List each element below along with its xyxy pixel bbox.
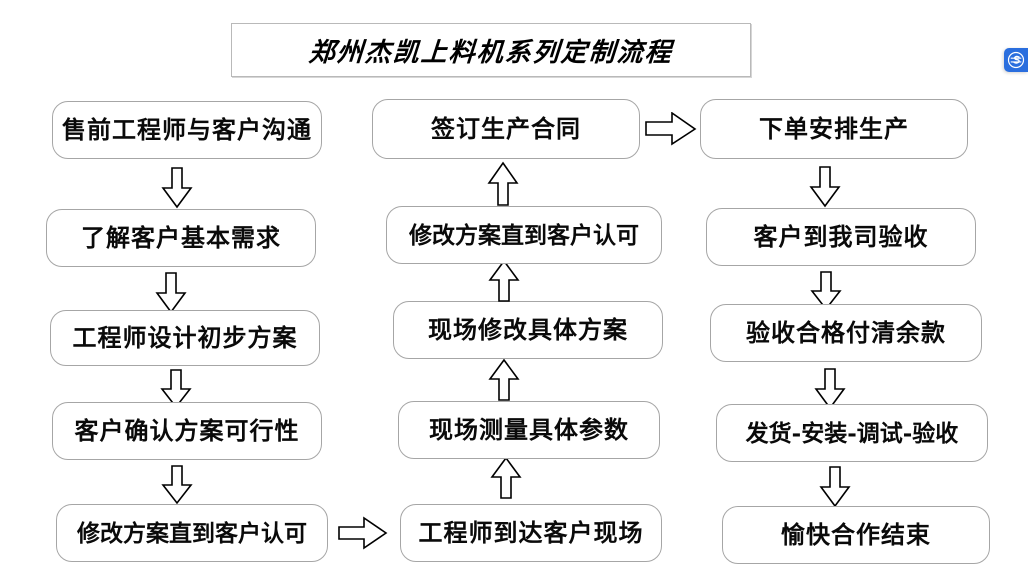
flow-node-label: 售前工程师与客户沟通 <box>62 115 312 144</box>
connector-arrow-down-a13 <box>814 368 846 410</box>
page-title: 郑州杰凯上料机系列定制流程 <box>307 37 674 68</box>
connector-arrow-down-a4 <box>161 465 193 505</box>
s-logo-icon <box>1004 48 1028 72</box>
flow-node-label: 了解客户基本需求 <box>81 223 281 252</box>
flow-node-c3n1[interactable]: 下单安排生产 <box>700 99 968 159</box>
flow-node-label: 现场测量具体参数 <box>429 415 629 444</box>
flow-node-label: 现场修改具体方案 <box>428 315 628 344</box>
connector-arrow-down-a14 <box>819 466 851 508</box>
flow-node-label: 修改方案直到客户认可 <box>409 221 639 249</box>
flow-node-c3n4[interactable]: 发货-安装-调试-验收 <box>716 404 988 462</box>
flow-node-label: 工程师设计初步方案 <box>72 323 298 352</box>
flow-node-c2n4[interactable]: 现场测量具体参数 <box>398 401 660 459</box>
flow-node-c2n3[interactable]: 现场修改具体方案 <box>393 301 663 359</box>
flow-node-c1n3[interactable]: 工程师设计初步方案 <box>50 310 320 366</box>
flow-node-c1n1[interactable]: 售前工程师与客户沟通 <box>52 101 322 159</box>
connector-arrow-right-a5 <box>338 516 388 550</box>
connector-arrow-down-a12 <box>810 271 842 311</box>
connector-arrow-up-a6 <box>490 456 522 500</box>
flow-node-label: 工程师到达客户现场 <box>418 518 644 547</box>
flow-node-label: 发货-安装-调试-验收 <box>745 419 959 447</box>
connector-arrow-down-a3 <box>160 369 192 409</box>
flow-node-c3n2[interactable]: 客户到我司验收 <box>706 208 976 266</box>
flow-node-c2n5[interactable]: 工程师到达客户现场 <box>400 504 662 562</box>
flow-node-c1n5[interactable]: 修改方案直到客户认可 <box>56 504 328 562</box>
flow-node-label: 客户确认方案可行性 <box>74 416 300 445</box>
flow-node-c1n4[interactable]: 客户确认方案可行性 <box>52 402 322 460</box>
flow-node-c3n5[interactable]: 愉快合作结束 <box>722 506 990 564</box>
chart-title-box: 郑州杰凯上料机系列定制流程 <box>231 23 751 77</box>
connector-arrow-up-a8 <box>488 259 520 303</box>
flow-node-c2n1[interactable]: 签订生产合同 <box>372 99 640 159</box>
connector-arrow-right-a10 <box>645 112 697 146</box>
connector-arrow-down-a1 <box>161 167 193 209</box>
flow-node-c3n3[interactable]: 验收合格付清余款 <box>710 304 982 362</box>
connector-arrow-down-a2 <box>155 272 187 314</box>
flow-node-c1n2[interactable]: 了解客户基本需求 <box>46 209 316 267</box>
flow-node-label: 愉快合作结束 <box>781 520 931 549</box>
flow-node-c2n2[interactable]: 修改方案直到客户认可 <box>386 206 662 264</box>
connector-arrow-up-a9 <box>487 161 519 207</box>
flow-node-label: 修改方案直到客户认可 <box>77 519 307 547</box>
flow-node-label: 签订生产合同 <box>431 114 581 143</box>
connector-arrow-down-a11 <box>809 166 841 208</box>
flow-node-label: 客户到我司验收 <box>753 222 929 251</box>
flow-node-label: 下单安排生产 <box>759 114 909 143</box>
connector-arrow-up-a7 <box>488 358 520 402</box>
flow-node-label: 验收合格付清余款 <box>746 318 946 347</box>
